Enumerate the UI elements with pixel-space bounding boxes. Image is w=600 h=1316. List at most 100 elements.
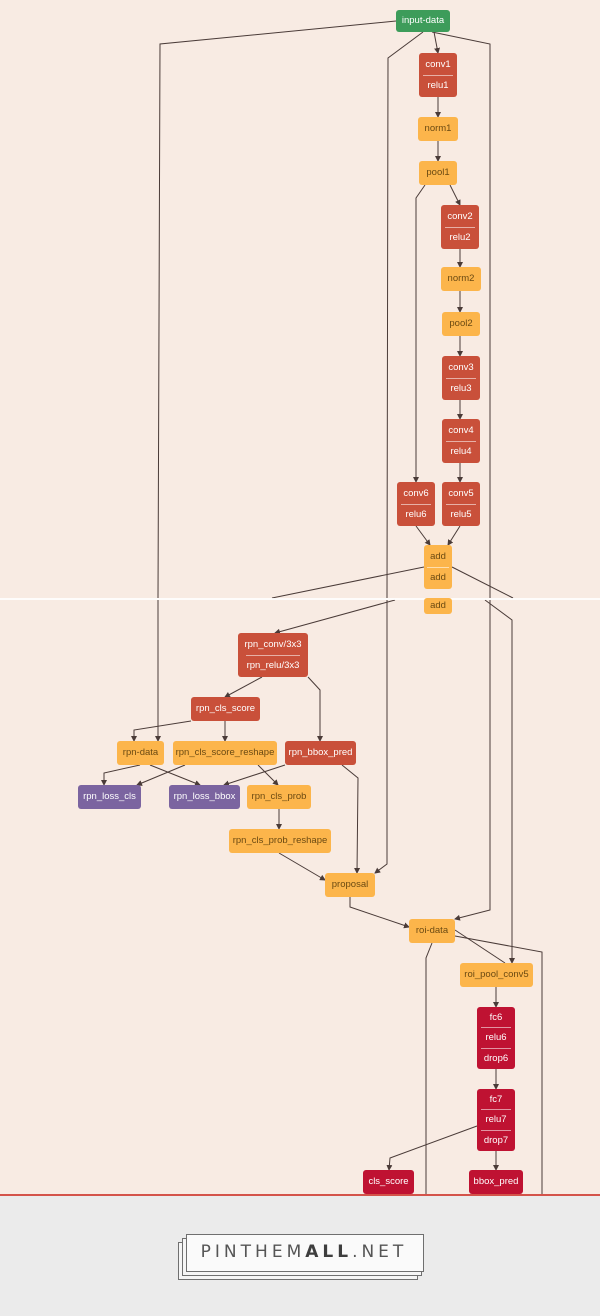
node-rpn-loss-bbox[interactable]: rpn_loss_bbox [169, 785, 240, 809]
edge-pool1-conv2 [449, 184, 461, 206]
edge-add2-roipool [484, 599, 515, 964]
node-label: rpn_cls_score_reshape [175, 747, 275, 759]
edge-bbox-proposal [341, 764, 361, 874]
node-label: add [430, 571, 446, 583]
edge-probreshape-proposal [278, 852, 326, 881]
node-rpn-loss-cls[interactable]: rpn_loss_cls [78, 785, 141, 809]
edge-proposal-roidata [349, 897, 410, 929]
graph-edges [101, 20, 543, 1194]
node-label: bbox_pred [473, 1176, 519, 1188]
node-norm2[interactable]: norm2 [441, 267, 481, 291]
node-roi-data[interactable]: roi-data [409, 919, 455, 943]
node-label: roi_pool_conv5 [464, 969, 529, 981]
node-conv1[interactable]: conv1 relu1 [419, 53, 457, 97]
node-roi-pool-conv5[interactable]: roi_pool_conv5 [460, 963, 533, 987]
node-label: norm2 [447, 273, 475, 285]
edge-conv5-add [447, 525, 461, 546]
node-conv2[interactable]: conv2 relu2 [441, 205, 479, 249]
node-rpn-cls-score-reshape[interactable]: rpn_cls_score_reshape [173, 741, 277, 765]
node-label-divider [446, 377, 476, 379]
node-label: rpn_loss_bbox [173, 791, 236, 803]
edge-add-right [451, 566, 514, 599]
node-label: relu2 [449, 231, 471, 243]
node-rpn-data[interactable]: rpn-data [117, 741, 164, 765]
node-rpn-cls-prob-reshape[interactable]: rpn_cls_prob_reshape [229, 829, 331, 853]
node-proposal[interactable]: proposal [325, 873, 375, 897]
edge-pool1-conv6 [413, 184, 426, 483]
edge-rpnconv-bbox [307, 676, 323, 742]
edge-right-roidata [454, 600, 491, 921]
node-label-divider [446, 440, 476, 442]
node-add-cut[interactable]: add [424, 598, 452, 614]
node-pool2[interactable]: pool2 [442, 312, 480, 336]
edge-input-right [431, 31, 491, 598]
node-label: add [430, 551, 446, 562]
node-label: conv3 [448, 362, 474, 373]
node-label: conv2 [447, 211, 473, 222]
node-label: drop7 [483, 1134, 509, 1146]
logo-part-net: .NET [352, 1242, 408, 1262]
node-label-divider [481, 1047, 511, 1049]
edge-rpnconv-score [224, 676, 263, 698]
edge-fc7-clsscore [386, 1125, 478, 1171]
node-label: rpn_conv/3x3 [244, 639, 302, 650]
node-label: cls_score [368, 1176, 409, 1188]
node-add-top[interactable]: add add [424, 545, 452, 589]
node-rpn-cls-prob[interactable]: rpn_cls_prob [247, 785, 311, 809]
node-label: rpn_cls_score [195, 703, 256, 715]
node-norm1[interactable]: norm1 [418, 117, 458, 141]
node-label: add [430, 600, 446, 612]
node-label: rpn_cls_prob_reshape [232, 835, 328, 847]
edge-score-rpndata [131, 720, 192, 742]
node-label: relu5 [450, 508, 472, 520]
node-label: fc6 [489, 1011, 503, 1023]
logo-part-all: ALL [305, 1242, 353, 1262]
node-label: conv5 [448, 488, 474, 499]
node-label: norm1 [424, 123, 452, 135]
watermark-card-front [186, 1234, 424, 1272]
node-input-data[interactable]: input-data [396, 10, 450, 32]
node-label: relu1 [427, 79, 449, 91]
node-pool1[interactable]: pool1 [419, 161, 457, 185]
edge-roidata-right [454, 935, 543, 1194]
node-label: relu3 [450, 382, 472, 394]
node-label-divider [446, 503, 476, 505]
node-label: relu4 [450, 445, 472, 457]
node-label-divider [427, 566, 449, 568]
node-label: conv1 [425, 59, 451, 70]
node-rpn-cls-score[interactable]: rpn_cls_score [191, 697, 260, 721]
node-label: input-data [401, 15, 445, 27]
node-label: roi-data [415, 925, 449, 937]
node-rpn-bbox-pred[interactable]: rpn_bbox_pred [285, 741, 356, 765]
node-label-divider [245, 654, 301, 656]
network-graph: input-data conv1 relu1 norm1 pool1 conv2 relu2… [0, 10, 600, 1194]
node-label: rpn_cls_prob [251, 791, 307, 803]
node-label: pool2 [449, 318, 473, 330]
logo-part-pin: PIN [200, 1242, 241, 1262]
node-label: rpn-data [122, 747, 159, 759]
edge-input-long-left [157, 20, 397, 599]
node-label: conv6 [403, 488, 429, 499]
node-label-divider [445, 226, 475, 228]
node-label: rpn_loss_cls [83, 791, 136, 803]
edge-rpndata-losscls [101, 764, 141, 786]
node-conv3[interactable]: conv3 relu3 [442, 356, 480, 400]
edge-top-rpnconv [274, 599, 396, 635]
node-label-divider [481, 1027, 511, 1029]
node-label-divider [423, 74, 453, 76]
node-label: pool1 [426, 167, 450, 179]
edge-input-mid [386, 31, 424, 599]
node-conv5[interactable]: conv5 relu5 [442, 482, 480, 526]
screenshot-seam [0, 598, 600, 600]
edge-roidata-roipool [454, 929, 506, 964]
node-cls-score[interactable]: cls_score [363, 1170, 414, 1194]
edge-add-left [271, 566, 425, 599]
node-bbox-pred[interactable]: bbox_pred [469, 1170, 523, 1194]
